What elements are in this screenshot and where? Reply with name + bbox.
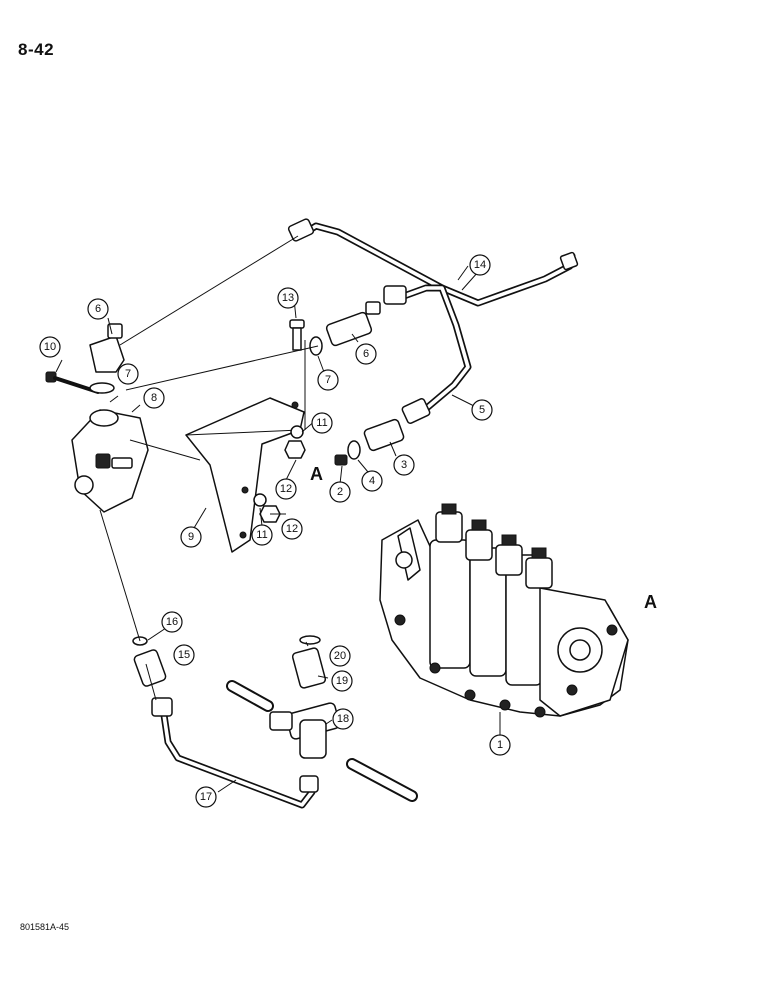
callout-19: 19: [331, 670, 353, 692]
callout-16: 16: [161, 611, 183, 633]
svg-text:14: 14: [474, 259, 486, 271]
elbow-fitting-6-left: [89, 323, 125, 373]
o-ring-4: [347, 440, 361, 460]
svg-text:3: 3: [401, 459, 407, 471]
svg-text:17: 17: [200, 791, 212, 803]
svg-text:16: 16: [166, 616, 178, 628]
o-ring-7-left: [89, 382, 115, 394]
svg-text:1: 1: [497, 739, 503, 751]
svg-text:11: 11: [256, 529, 267, 541]
callout-2: 2: [329, 481, 351, 503]
callout-1: 1: [489, 734, 511, 756]
callout-5: 5: [471, 399, 493, 421]
page-number: 8-42: [18, 40, 55, 59]
tube-nut-5-bottom: [401, 398, 431, 424]
svg-text:4: 4: [369, 475, 375, 487]
svg-text:6: 6: [95, 303, 101, 315]
tube-nut-14-right: [559, 251, 579, 271]
svg-text:20: 20: [334, 650, 346, 662]
svg-text:19: 19: [336, 675, 348, 687]
tube-17: [160, 711, 316, 809]
callout-17: 17: [195, 786, 217, 808]
svg-text:13: 13: [282, 292, 294, 304]
adapter-3: [363, 418, 405, 452]
svg-text:10: 10: [44, 341, 56, 353]
callout-6-left: 6: [87, 298, 109, 320]
svg-text:15: 15: [178, 649, 190, 661]
bolt-13: [289, 319, 305, 351]
callout-12-lower: 12: [281, 518, 303, 540]
svg-text:2: 2: [337, 486, 343, 498]
reference-letter-a-left: A: [310, 464, 323, 484]
callout-6-right: 6: [355, 343, 377, 365]
tube-nut-17-left: [151, 697, 173, 717]
adapter-15: [133, 649, 167, 687]
callout-11-lower: 11: [251, 524, 273, 546]
callout-4: 4: [361, 470, 383, 492]
svg-text:9: 9: [188, 531, 194, 543]
figure-code: 801581A-45: [20, 922, 70, 932]
callout-8: 8: [143, 387, 165, 409]
svg-text:12: 12: [280, 483, 292, 495]
svg-text:7: 7: [125, 368, 131, 380]
callout-14: 14: [469, 254, 491, 276]
control-valve-body: [379, 519, 629, 718]
orifice-plug-2: [334, 454, 348, 466]
tee-fitting-18: [269, 702, 341, 759]
callout-10: 10: [39, 336, 61, 358]
svg-text:11: 11: [316, 417, 327, 429]
tube-nut-5-top: [383, 285, 407, 305]
tube-5: [400, 284, 472, 416]
tube-nut-14-left: [287, 218, 315, 242]
washer-11-lower: [253, 493, 267, 507]
callout-13: 13: [277, 287, 299, 309]
svg-text:18: 18: [337, 713, 349, 725]
callout-3: 3: [393, 454, 415, 476]
callout-20: 20: [329, 645, 351, 667]
reference-letter-a-right: A: [644, 592, 657, 612]
relief-valve-block: [71, 409, 149, 513]
tube-nut-17-right: [299, 775, 319, 793]
hose-right: [346, 758, 418, 802]
callout-9: 9: [180, 526, 202, 548]
nut-12-upper: [284, 440, 306, 459]
svg-text:12: 12: [286, 523, 298, 535]
washer-11-upper: [290, 425, 304, 439]
svg-text:5: 5: [479, 404, 485, 416]
svg-text:6: 6: [363, 348, 369, 360]
callout-15: 15: [173, 644, 195, 666]
adapter-6-right: [325, 301, 381, 347]
callout-7-right: 7: [317, 369, 339, 391]
bracket: [185, 397, 305, 553]
adapter-19: [291, 647, 327, 689]
svg-text:8: 8: [151, 392, 157, 404]
o-ring-20: [299, 635, 321, 645]
callout-7-left: 7: [117, 363, 139, 385]
callout-18: 18: [332, 708, 354, 730]
hose-left: [226, 680, 274, 712]
callout-11-upper: 11: [311, 412, 333, 434]
spool-caps: [435, 503, 553, 589]
callout-12-upper: 12: [275, 478, 297, 500]
svg-text:7: 7: [325, 374, 331, 386]
